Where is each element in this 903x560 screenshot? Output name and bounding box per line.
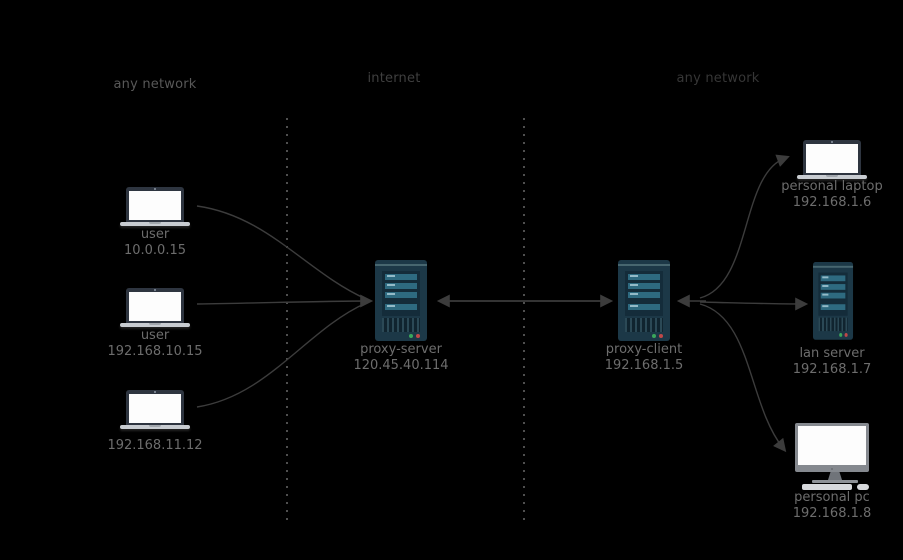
edge-proxyclient-to-personal-pc — [699, 303, 787, 453]
green-led-icon — [839, 333, 843, 337]
node-ip: 120.45.40.114 — [353, 357, 449, 373]
node-label-user2: user 192.168.10.15 — [70, 328, 240, 359]
server-vents — [382, 318, 420, 332]
node-name: lan server — [799, 346, 865, 361]
node-label-proxy-server: proxy-server 120.45.40.114 — [316, 342, 486, 373]
edge-user2-to-proxy-server — [196, 294, 374, 308]
node-proxy-client — [618, 260, 670, 341]
laptop-icon — [126, 187, 184, 222]
server-icon — [382, 271, 420, 316]
node-name: user — [140, 328, 170, 343]
edge-user3-to-proxy-server — [196, 302, 367, 408]
node-ip: 192.168.11.12 — [107, 438, 203, 453]
status-leds — [409, 334, 420, 338]
node-name: proxy-client — [605, 342, 683, 357]
monitor-icon — [795, 423, 869, 472]
server-vents — [625, 318, 663, 332]
zone-label-internet: internet — [367, 71, 421, 86]
node-personal-pc — [795, 423, 875, 490]
node-name: personal pc — [794, 490, 870, 505]
status-leds — [652, 334, 663, 338]
node-ip: 192.168.10.15 — [107, 343, 203, 359]
camera-dot-icon — [154, 289, 156, 291]
node-name: personal laptop — [781, 179, 883, 194]
node-ip: 192.168.1.8 — [792, 505, 872, 521]
node-ip: 10.0.0.15 — [123, 242, 187, 258]
node-label-lan-server: lan server 192.168.1.7 — [747, 346, 903, 377]
red-led-icon — [659, 334, 663, 338]
green-led-icon — [652, 334, 656, 338]
node-proxy-server — [375, 260, 427, 341]
node-label-user1: user 10.0.0.15 — [70, 227, 240, 258]
red-led-icon — [844, 333, 848, 337]
node-user1 — [120, 187, 190, 226]
edge-proxyclient-to-personal-laptop — [699, 154, 790, 299]
node-label-personal-laptop: personal laptop 192.168.1.6 — [747, 179, 903, 210]
zone-label-right: any network — [676, 71, 760, 86]
edge-proxyclient-to-lanserver — [699, 297, 809, 311]
camera-dot-icon — [154, 391, 156, 393]
server-icon — [818, 272, 848, 316]
keyboard-icon — [802, 484, 852, 490]
node-ip: 192.168.1.5 — [604, 357, 684, 373]
node-lan-server — [813, 262, 854, 340]
node-user3 — [120, 390, 190, 429]
node-label-proxy-client: proxy-client 192.168.1.5 — [559, 342, 729, 373]
laptop-icon — [126, 390, 184, 425]
node-name: user — [140, 227, 170, 242]
red-led-icon — [416, 334, 420, 338]
node-user2 — [120, 288, 190, 327]
edge-user1-to-proxy-server — [196, 205, 367, 300]
node-ip: 192.168.1.7 — [792, 361, 872, 377]
laptop-icon — [126, 288, 184, 323]
server-icon — [625, 271, 663, 316]
node-ip: 192.168.1.6 — [792, 194, 872, 210]
node-name: proxy-server — [360, 342, 442, 357]
node-personal-laptop — [797, 140, 867, 179]
server-vents — [818, 317, 848, 332]
laptop-icon — [803, 140, 861, 175]
node-label-user3: 192.168.11.12 — [70, 438, 240, 454]
camera-dot-icon — [831, 141, 833, 143]
green-led-icon — [409, 334, 413, 338]
zone-label-left: any network — [113, 77, 197, 92]
mouse-icon — [857, 484, 869, 490]
node-label-personal-pc: personal pc 192.168.1.8 — [747, 490, 903, 521]
camera-dot-icon — [154, 188, 156, 190]
status-leds — [839, 333, 848, 337]
